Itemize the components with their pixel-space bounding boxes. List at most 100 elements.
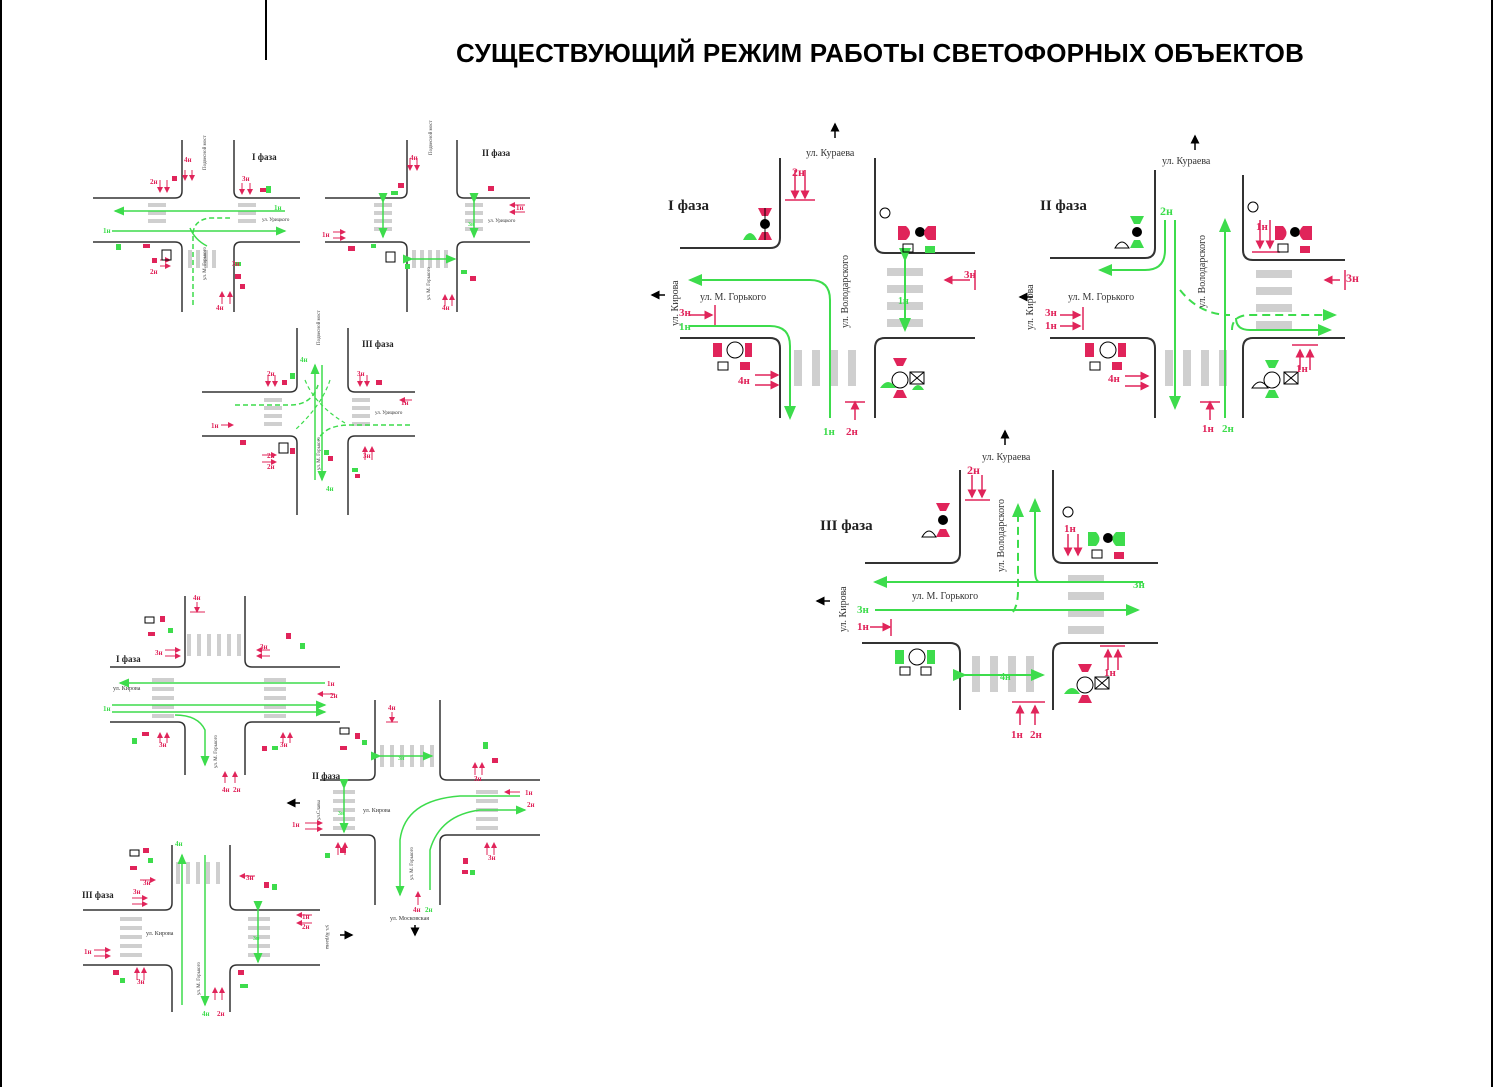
street-label: ул.Славы <box>317 800 322 820</box>
big-phase-3: III фаза ул. Кураева ул. М. Горького ул.… <box>815 429 1158 741</box>
group-label: 3н <box>246 874 254 882</box>
group-label: 3н <box>363 452 371 460</box>
group-label: 1н <box>401 399 409 407</box>
street-label: ул. Кирова <box>838 586 849 632</box>
pedestrian-light-icon <box>1114 216 1144 249</box>
group-label: 3н <box>857 604 870 616</box>
group-label: 3н <box>260 643 268 651</box>
traffic-light-icon <box>879 207 936 253</box>
street-label: ул. Володарского <box>840 255 851 328</box>
street-label: ул. М. Горького <box>317 436 322 470</box>
group-label: 3н <box>137 978 145 986</box>
group-label: 4н <box>410 154 418 162</box>
traffic-light-icon <box>713 341 752 371</box>
group-label: 3н <box>242 175 250 183</box>
group-label: 4н <box>300 356 308 364</box>
group-label: 1н <box>1202 423 1215 435</box>
group-label: 2н <box>267 452 275 460</box>
small-b-phase-2: II фаза ул. Кирова ул.Славы ул. М. Горьк… <box>286 700 540 937</box>
group-label: 2н <box>233 786 241 794</box>
street-label: Подвесной мост <box>429 119 434 155</box>
group-label: 2н <box>1030 729 1043 741</box>
big-phase-2: II фаза ул. Кураева ул. М. Горького ул. … <box>1018 134 1359 435</box>
group-label: 1н <box>516 204 524 212</box>
group-label: 2н <box>846 426 859 438</box>
group-label: 1н <box>679 321 692 333</box>
controller-icon <box>1064 664 1110 703</box>
group-label: 1н <box>322 231 330 239</box>
group-label: 4н <box>388 704 396 712</box>
street-label: Подвесной мост <box>317 309 322 345</box>
group-label: 3н <box>143 879 151 887</box>
group-label: 1н <box>302 913 310 921</box>
group-label: 1н <box>103 705 111 713</box>
traffic-light-icon <box>895 648 935 676</box>
street-label: ул. М. Горького <box>912 591 978 602</box>
frame-tick <box>265 0 267 60</box>
group-label: 3н <box>232 260 240 268</box>
group-label: 3н <box>398 756 405 762</box>
group-label: 3н <box>964 269 977 281</box>
street-label: ул. Володарского <box>996 499 1007 572</box>
small-a-phase-2: II фаза ул. Урицкого ул. М. Горького Под… <box>322 119 530 312</box>
group-label: 3н <box>1346 271 1359 285</box>
group-label: 2н <box>1160 204 1173 218</box>
phase-label: III фаза <box>820 518 873 534</box>
group-label: 1н <box>1296 363 1309 375</box>
group-label: 1н <box>1011 729 1024 741</box>
street-label: ул. Кураева <box>1162 156 1211 167</box>
group-label: 2н <box>267 370 275 378</box>
group-label: 3н <box>338 811 345 817</box>
group-label: 3н <box>474 775 482 783</box>
phase-label: II фаза <box>1040 198 1087 214</box>
page-title: СУЩЕСТВУЮЩИЙ РЕЖИМ РАБОТЫ СВЕТОФОРНЫХ ОБ… <box>455 38 1305 68</box>
group-label: 3н <box>133 888 141 896</box>
phase-label: II фаза <box>482 148 511 158</box>
group-label: 3н <box>280 741 288 749</box>
group-label: 3н <box>679 307 692 319</box>
traffic-light-icon <box>1085 341 1126 371</box>
street-label: ул. Кирова <box>113 686 141 692</box>
group-label: 4н <box>222 786 230 794</box>
group-label: 3н <box>159 741 167 749</box>
group-label: 1н <box>1256 221 1269 233</box>
group-label: 4н <box>1000 672 1011 683</box>
group-label: 2н <box>527 801 535 809</box>
small-a-phase-3: III фаза ул. Урицкого ул. М. Горького По… <box>202 309 415 515</box>
group-label: 1н <box>1064 523 1077 535</box>
group-label: 1н <box>898 296 909 307</box>
group-label: 4н <box>1108 373 1121 385</box>
group-label: 1н <box>823 426 836 438</box>
group-label: 4н <box>184 156 192 164</box>
traffic-light-icon <box>1062 506 1125 559</box>
group-label: 1н <box>525 789 533 797</box>
group-label: 2н <box>967 463 980 477</box>
group-label: 3н <box>357 370 365 378</box>
phase-label: III фаза <box>362 339 394 349</box>
street-label: ул. М. Горького <box>700 292 766 303</box>
traffic-light-icon <box>1247 201 1312 253</box>
group-label: 1н <box>103 227 111 235</box>
group-label: 4н <box>193 594 201 602</box>
street-label: ул. М. Горького <box>427 266 432 300</box>
street-label: ул. Урицкого <box>488 219 516 224</box>
small-b-phase-1: I фаза ул. Кирова ул. М. Горького 4н 3н … <box>103 594 340 794</box>
street-label: ул. М. Горького <box>410 846 415 880</box>
group-label: 4н <box>175 840 183 848</box>
street-label: ул. М. Горького <box>197 961 202 995</box>
frame-border-left <box>0 0 2 1087</box>
frame-border-right <box>1491 0 1493 1087</box>
group-label: 2н <box>267 463 275 471</box>
street-label: Подвесной мост <box>203 134 208 170</box>
group-label: 1н <box>1104 667 1117 679</box>
group-label: 1н <box>1045 320 1058 332</box>
street-label: ул. Кураева <box>806 148 855 159</box>
group-label: 3н <box>488 854 496 862</box>
street-label: ул. Кураева <box>324 925 329 950</box>
small-a-phase-1: I фаза ул. Урицкого ул. М. Горького Подв… <box>93 134 300 312</box>
group-label: 3н <box>155 649 163 657</box>
controller-icon <box>1251 360 1299 398</box>
group-label: 3н <box>253 936 260 942</box>
phase-label: I фаза <box>668 198 709 214</box>
